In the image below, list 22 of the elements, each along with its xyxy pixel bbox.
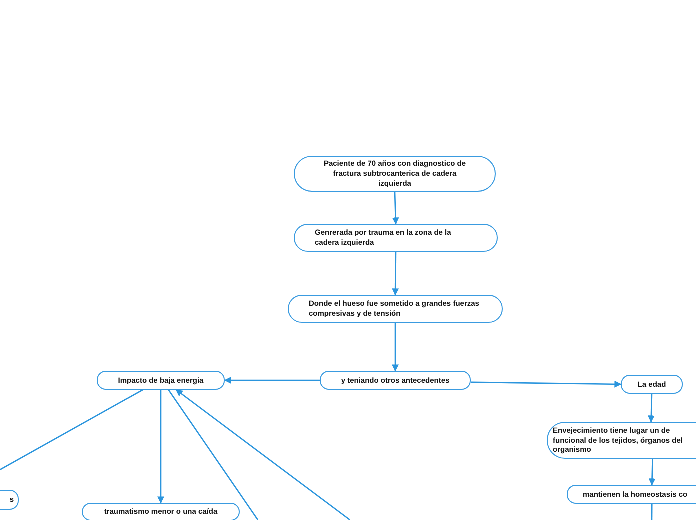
connector-line [651,504,653,520]
rounded-box [294,224,498,252]
rounded-box [82,503,240,520]
arrow [392,252,400,296]
rounded-box [567,485,696,504]
arrow [158,390,164,504]
rounded-box [0,490,19,510]
connector-line [168,390,259,520]
arrow [176,389,350,520]
rounded-box [288,295,503,323]
arrow [471,380,622,388]
rounded-box [320,371,471,390]
rounded-box [97,371,225,390]
rounded-box [294,156,496,192]
arrow [392,323,399,372]
connector-line [0,389,144,471]
arrow [648,458,656,486]
rounded-box [547,422,696,459]
arrow [392,192,400,225]
arrow [648,394,655,423]
rounded-box [621,375,683,394]
arrow [224,377,320,384]
